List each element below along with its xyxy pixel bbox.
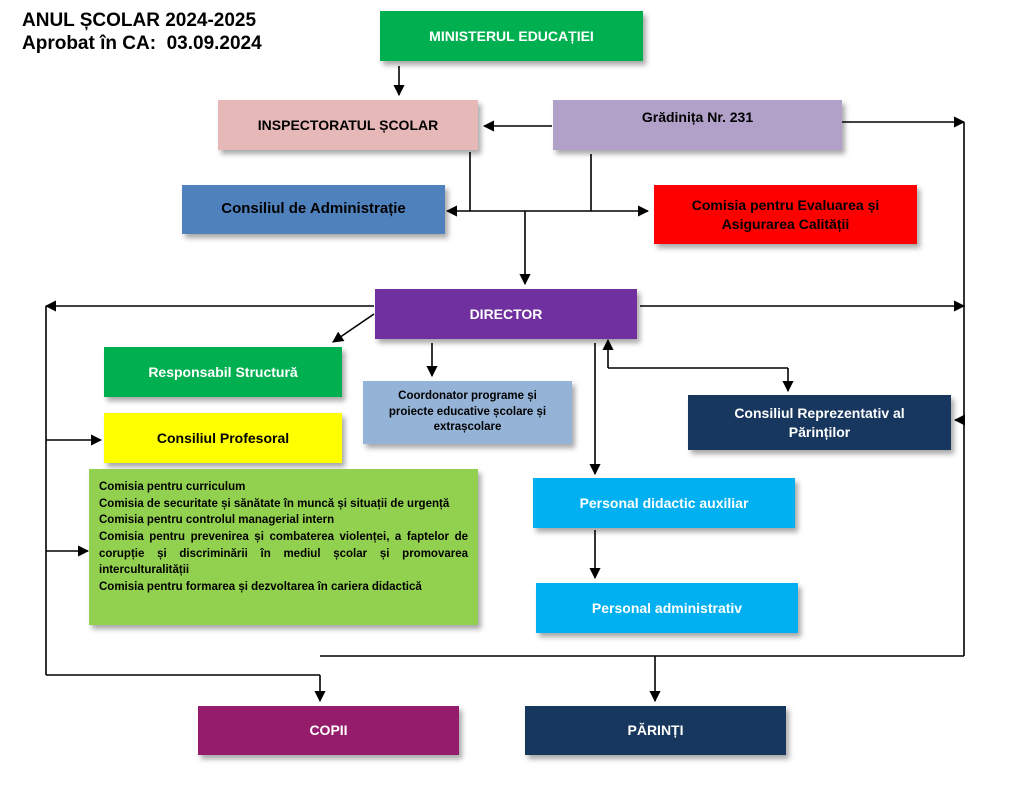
box-consiliul-administratie: Consiliul de Administrație [182, 185, 445, 234]
approval-date: Aprobat în CA: 03.09.2024 [22, 33, 262, 54]
box-ministerul: MINISTERUL EDUCAȚIEI [380, 11, 643, 61]
comisie-item: Comisia pentru curriculum [99, 481, 246, 493]
box-comisia-calitate: Comisia pentru Evaluarea și Asigurarea C… [654, 185, 917, 244]
comisii-panel: Comisia pentru curriculum Comisia de sec… [89, 469, 478, 625]
box-personal-administrativ: Personal administrativ [536, 583, 798, 633]
box-consiliul-profesoral: Consiliul Profesoral [104, 413, 342, 463]
box-inspectoratul: INSPECTORATUL ȘCOLAR [218, 100, 478, 150]
comisie-item: Comisia pentru controlul managerial inte… [99, 514, 335, 527]
box-director: DIRECTOR [375, 289, 637, 339]
box-parinti: PĂRINȚI [525, 706, 786, 755]
box-consiliul-reprezentativ: Consiliul Reprezentativ al Părinților [688, 395, 951, 450]
link-to-responsabil [332, 313, 375, 343]
comisie-item: Comisia de securitate și sănătate în mun… [99, 497, 450, 510]
box-personal-didactic-auxiliar: Personal didactic auxiliar [533, 478, 795, 528]
box-coordonator: Coordonator programe și proiecte educati… [363, 381, 572, 444]
comisie-item: Comisia pentru prevenirea și combaterea … [99, 531, 468, 577]
box-gradinita: Grădinița Nr. 231 [553, 100, 842, 150]
box-copii: COPII [198, 706, 459, 755]
school-year-title: ANUL ȘCOLAR 2024-2025 [22, 10, 257, 31]
comisie-item: Comisia pentru formarea și dezvoltarea î… [99, 581, 422, 594]
box-responsabil-structura: Responsabil Structură [104, 347, 342, 397]
